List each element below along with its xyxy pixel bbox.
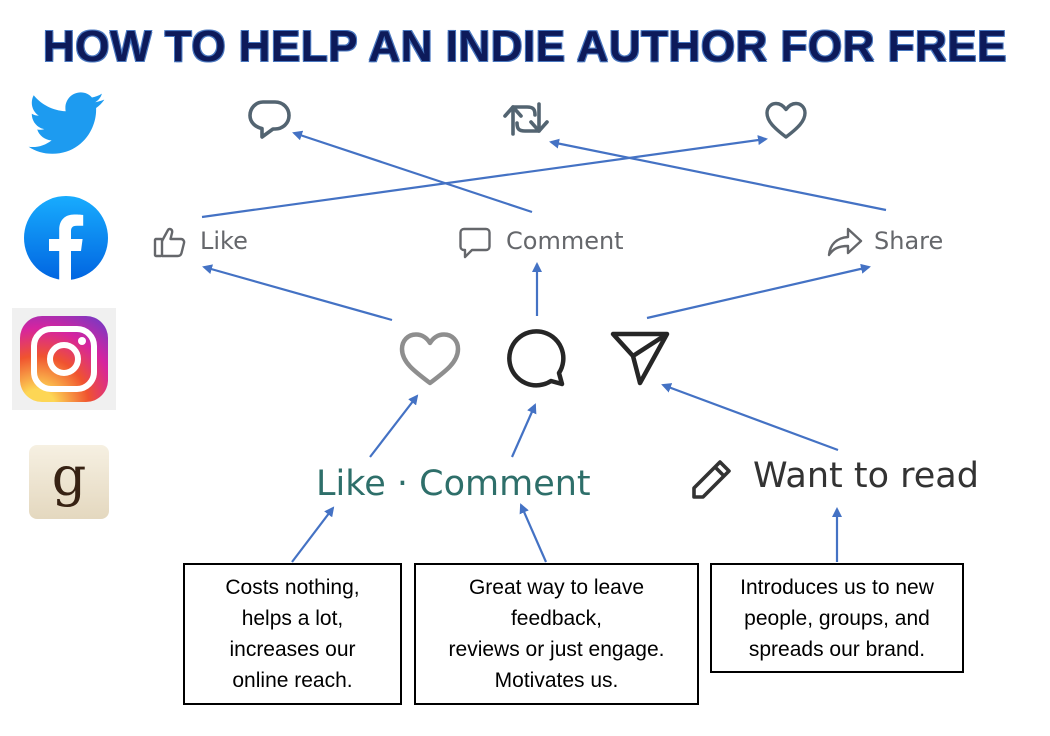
arrow-box1-to-gr-like bbox=[291, 506, 335, 563]
box-line: people, groups, and bbox=[744, 606, 930, 630]
thumbs-up-icon bbox=[152, 224, 188, 260]
box-line: spreads our brand. bbox=[748, 637, 926, 661]
facebook-logo bbox=[24, 196, 108, 280]
box-line: online reach. bbox=[232, 669, 353, 692]
fb-like-label: Like bbox=[200, 227, 248, 255]
reply-icon bbox=[246, 98, 292, 140]
box-likes-explanation: Costs nothing, helps a lot, increases ou… bbox=[183, 563, 402, 705]
goodreads-like-comment: Like · Comment bbox=[316, 464, 591, 504]
goodreads-want-to-read: Want to read bbox=[753, 456, 979, 496]
box-comments-explanation: Great way to leave feedback, reviews or … bbox=[414, 563, 699, 705]
arrow-fb-like-to-tw-heart bbox=[201, 135, 768, 219]
box-line: Costs nothing, bbox=[225, 576, 360, 599]
box-line: Motivates us. bbox=[494, 669, 619, 692]
arrow-box2-to-gr-comment bbox=[519, 503, 548, 563]
arrow-gr-like-to-ig-heart bbox=[369, 394, 419, 458]
pencil-icon bbox=[686, 454, 740, 504]
box-shares-explanation: Introduces us to new people, groups, and… bbox=[710, 563, 964, 673]
box-line: feedback, bbox=[510, 607, 603, 630]
page-title: HOW TO HELP AN INDIE AUTHOR FOR FREE bbox=[42, 22, 1008, 71]
svg-text:g: g bbox=[52, 445, 87, 508]
comment-icon bbox=[457, 225, 493, 261]
arrow-fb-share-to-tw-retweet bbox=[549, 138, 887, 212]
share-icon bbox=[826, 224, 864, 260]
box-line: Introduces us to new bbox=[740, 575, 934, 599]
arrow-fb-comment-to-tw-reply bbox=[292, 130, 533, 214]
arrow-ig-send-to-fb-share bbox=[646, 263, 871, 320]
goodreads-logo: g bbox=[29, 445, 109, 519]
send-plane-icon bbox=[609, 328, 671, 388]
box-line: increases our bbox=[229, 638, 356, 661]
instagram-logo bbox=[12, 308, 116, 410]
retweet-icon bbox=[501, 98, 551, 140]
box-line: reviews or just engage. bbox=[448, 638, 665, 661]
heart-outline-icon bbox=[398, 330, 462, 388]
arrow-gr-comment-to-ig-comment bbox=[510, 403, 537, 458]
comment-bubble-icon bbox=[504, 326, 568, 390]
fb-share-label: Share bbox=[874, 227, 944, 255]
arrow-ig-heart-to-fb-like bbox=[202, 264, 393, 322]
box-line: Great way to leave bbox=[468, 576, 645, 599]
heart-icon bbox=[764, 100, 808, 140]
arrow-gr-wtr-to-ig-send bbox=[661, 383, 839, 452]
box-line: helps a lot, bbox=[241, 607, 344, 630]
fb-comment-label: Comment bbox=[506, 227, 624, 255]
twitter-logo bbox=[28, 92, 106, 156]
